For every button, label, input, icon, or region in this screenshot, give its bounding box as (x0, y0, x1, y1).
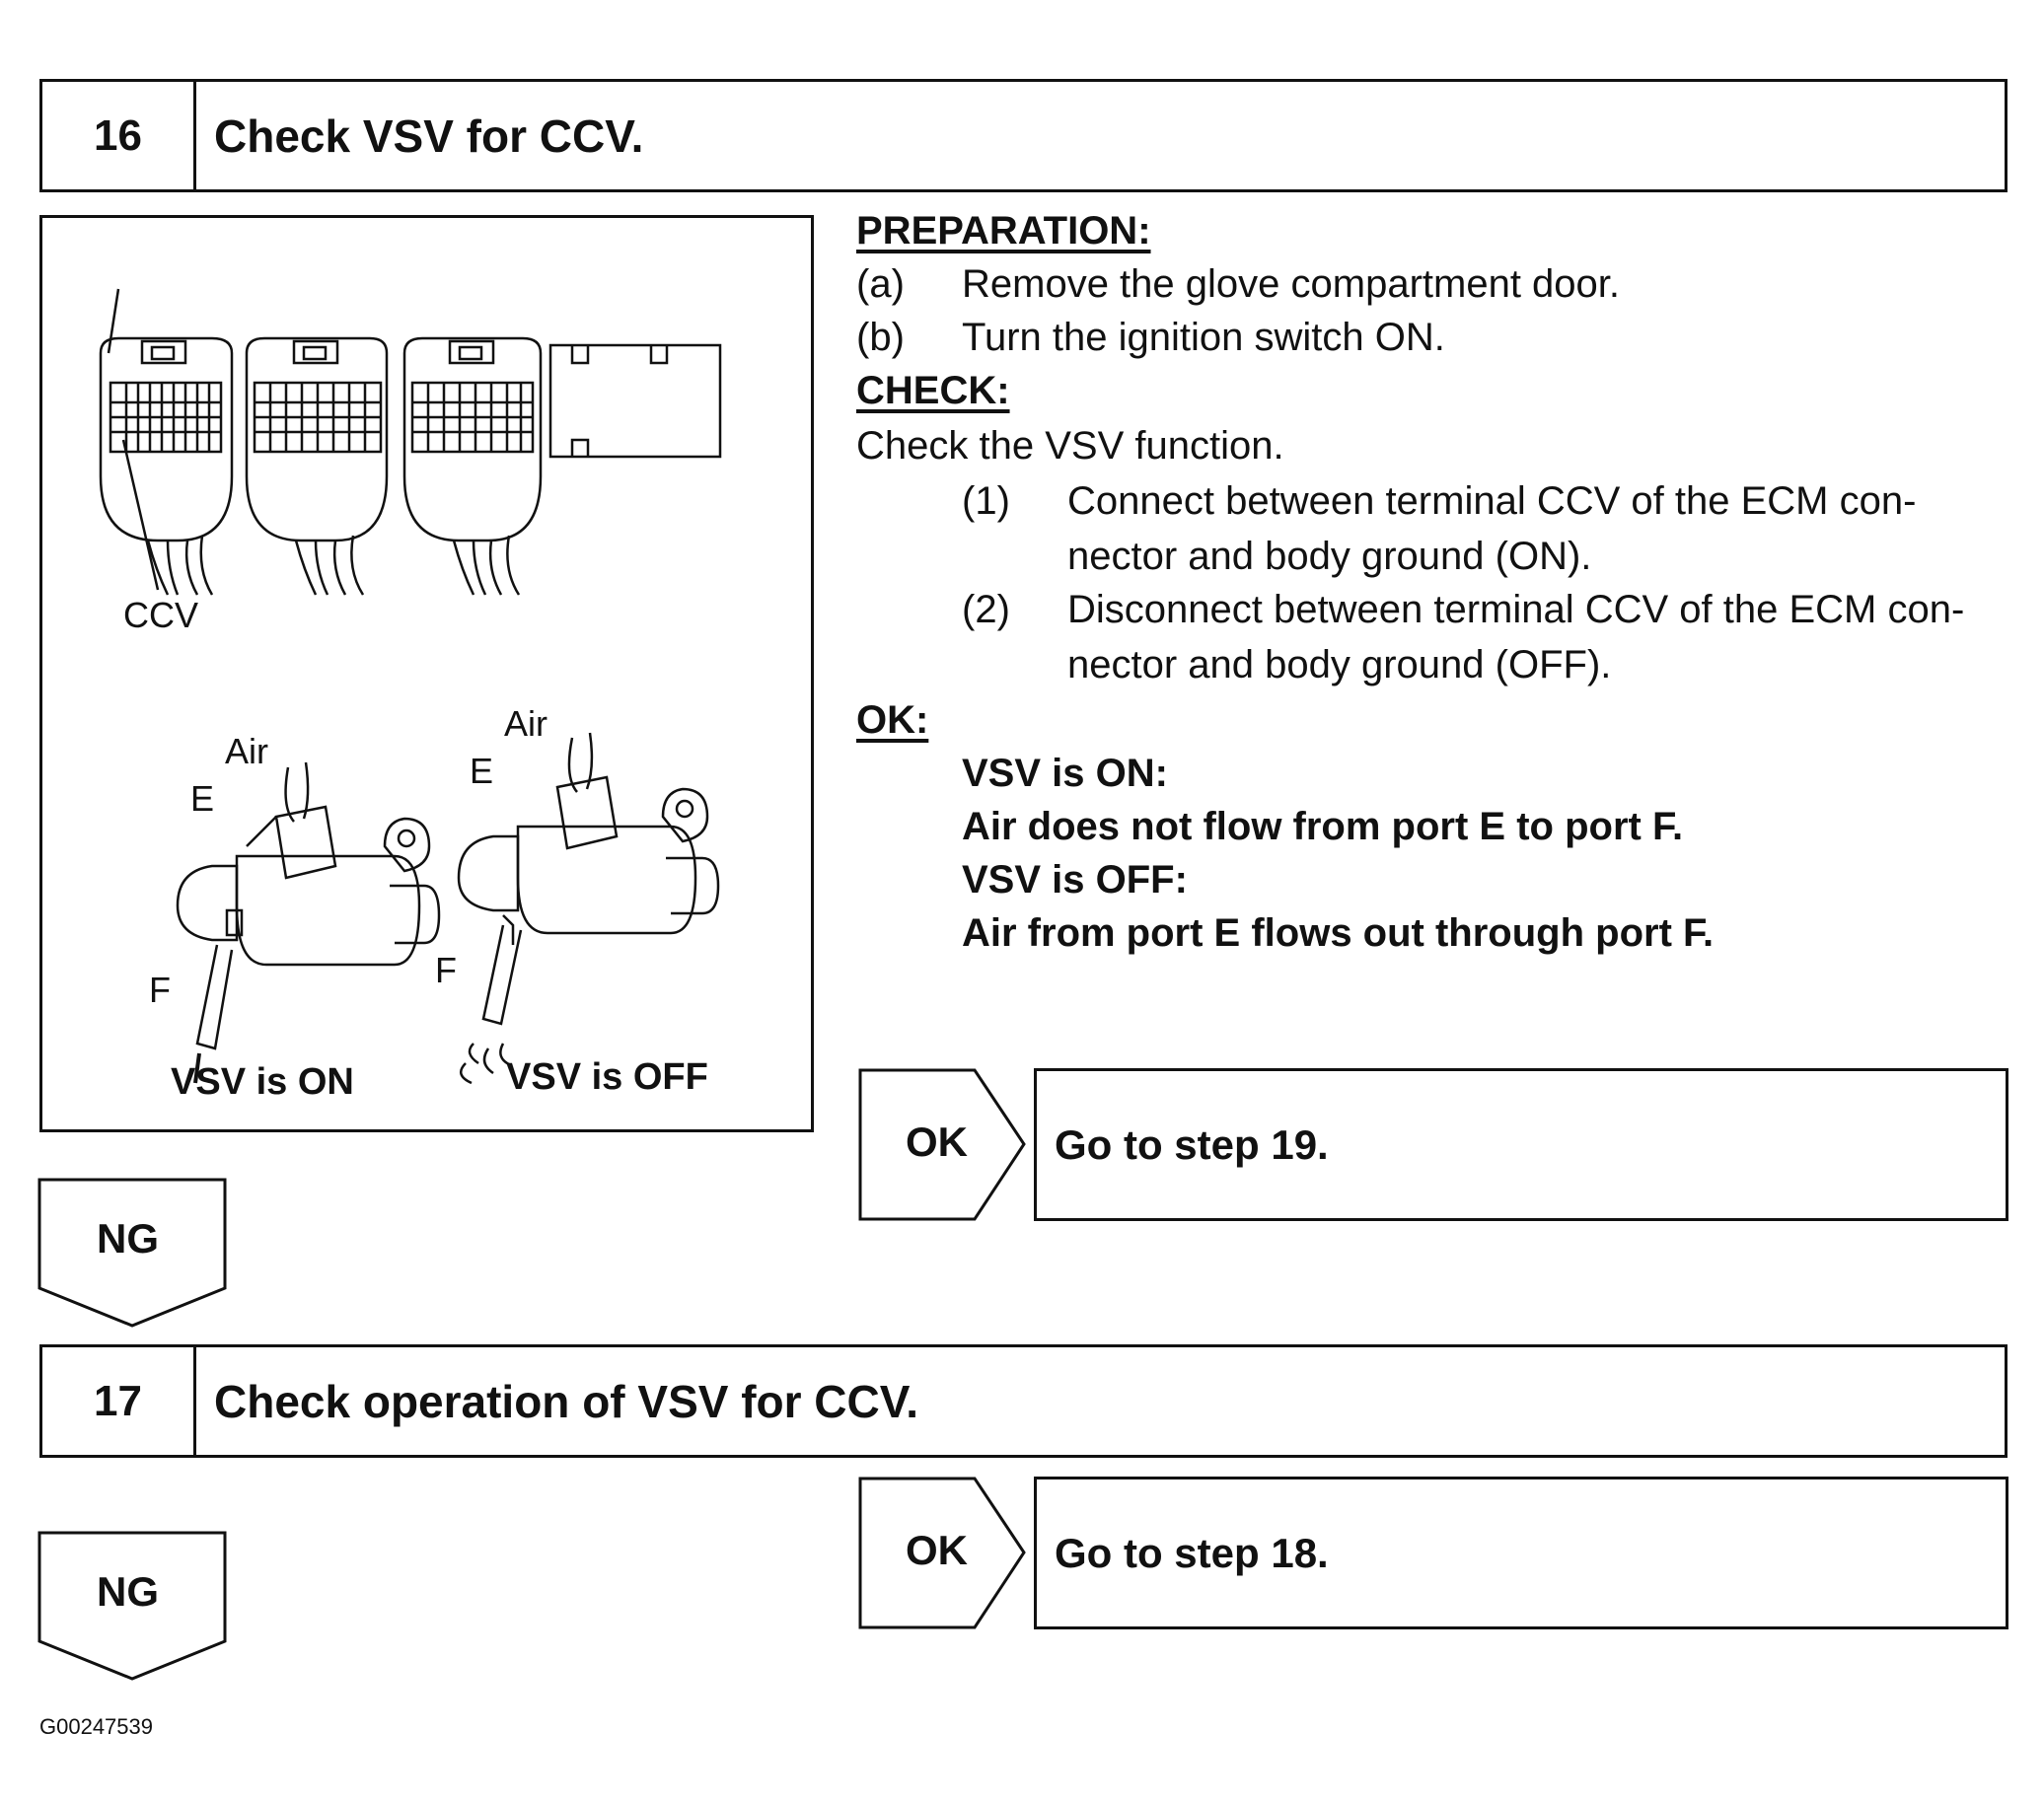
ng-label-step16: NG (97, 1215, 159, 1262)
prep-item-a-text: Remove the glove compartment door. (962, 262, 1621, 306)
prep-item-b-text: Turn the ignition switch ON. (962, 316, 1445, 359)
ng-arrow-step16[interactable] (37, 1178, 229, 1331)
check-item-1-line2: nector and body ground (ON). (1067, 535, 1592, 578)
label-air-right: Air (504, 703, 548, 744)
check-item-2-line2: nector and body ground (OFF). (1067, 643, 1612, 686)
ok-label-step16: OK (906, 1118, 968, 1165)
label-e-left: E (190, 778, 215, 819)
ng-label-step17: NG (97, 1568, 159, 1615)
vsv-off-drawing (457, 732, 720, 1085)
prep-item-a-marker: (a) (856, 262, 905, 306)
ok-arrow-step16[interactable] (858, 1068, 1031, 1221)
check-item-1-marker: (1) (962, 479, 1010, 523)
ok-label-step17: OK (906, 1527, 968, 1573)
ng-arrow-step17[interactable] (37, 1531, 229, 1684)
label-f-left: F (149, 970, 171, 1010)
ok-spec-line-3: VSV is OFF: (962, 858, 1188, 902)
ok-spec-line-4: Air from port E flows out through port F… (962, 911, 1715, 955)
step-16-title: Check VSV for CCV. (214, 109, 644, 162)
preparation-heading: PREPARATION: (856, 209, 1151, 253)
prep-item-b-marker: (b) (856, 316, 905, 359)
figure-id: G00247539 (39, 1714, 153, 1739)
label-e-right: E (470, 751, 494, 791)
ok-action-step16-text: Go to step 19. (1055, 1120, 1329, 1168)
ok-action-step16[interactable]: Go to step 19. (1034, 1068, 2008, 1221)
illustration-panel: CCV Air Air E E F F VSV is ON VSV is OFF (39, 215, 814, 1132)
caption-vsv-on: VSV is ON (171, 1061, 354, 1103)
label-air-left: Air (225, 731, 268, 771)
ok-action-step17-text: Go to step 18. (1055, 1529, 1329, 1576)
step-17-number: 17 (42, 1347, 196, 1455)
caption-vsv-off: VSV is OFF (506, 1056, 708, 1098)
check-item-1-line1: Connect between terminal CCV of the ECM … (1067, 479, 1917, 523)
check-item-2-line1: Disconnect between terminal CCV of the E… (1067, 588, 1965, 631)
step-17-title: Check operation of VSV for CCV. (214, 1375, 918, 1427)
ok-spec-line-2: Air does not flow from port E to port F. (962, 805, 1684, 848)
check-item-2-marker: (2) (962, 588, 1010, 631)
vsv-on-drawing (176, 761, 441, 1084)
label-f-right: F (435, 950, 457, 990)
ok-spec-line-1: VSV is ON: (962, 752, 1168, 795)
ecm-connector-drawing (99, 288, 722, 1085)
ok-action-step17[interactable]: Go to step 18. (1034, 1477, 2008, 1629)
ok-spec-heading: OK: (856, 698, 929, 742)
step-17-header: 17 Check operation of VSV for CCV. (39, 1344, 2008, 1458)
check-heading: CHECK: (856, 369, 1010, 412)
step-16-header: 16 Check VSV for CCV. (39, 79, 2008, 192)
label-ccv: CCV (123, 595, 199, 635)
check-intro: Check the VSV function. (856, 424, 1284, 468)
ok-arrow-step17[interactable] (858, 1477, 1031, 1629)
step-16-number: 16 (42, 82, 196, 189)
